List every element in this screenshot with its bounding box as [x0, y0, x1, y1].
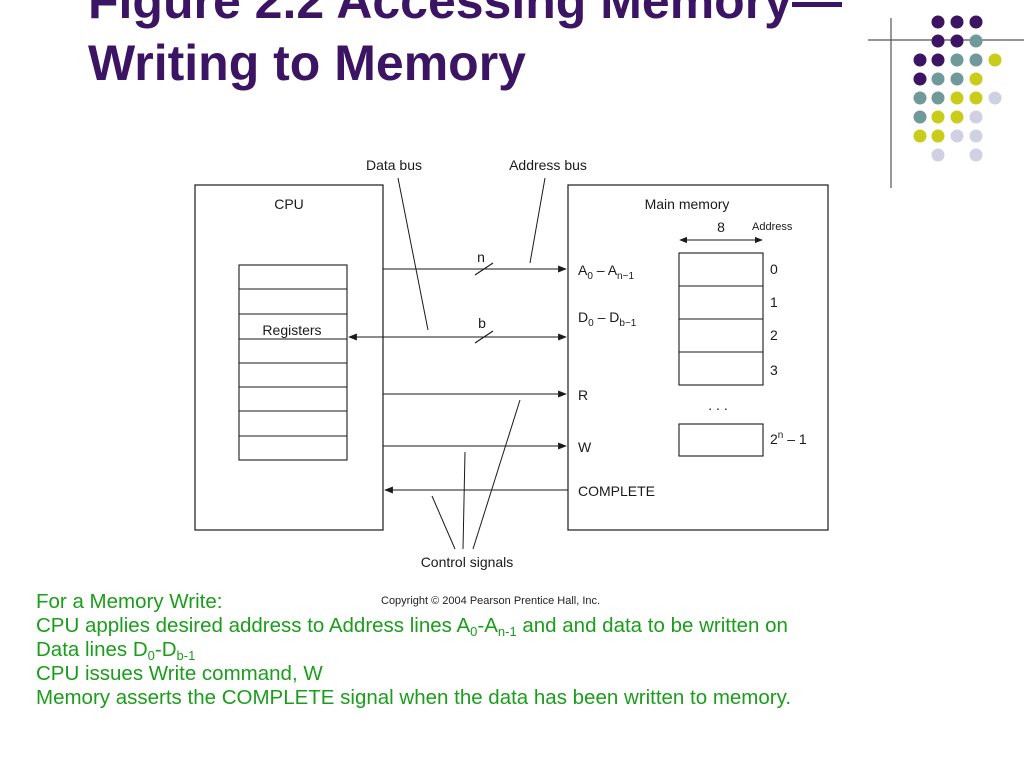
main-memory-box: [567, 184, 829, 531]
memory-ellipsis: . . .: [708, 397, 727, 413]
decorative-dot: [950, 91, 964, 105]
word-width-label: 8: [717, 219, 725, 235]
last-address: 2n – 1: [770, 430, 807, 447]
write-signal-label: W: [578, 439, 592, 455]
decorative-dot: [931, 15, 945, 29]
data-lines-label: D0 – Db−1: [578, 309, 637, 329]
decorative-dot: [988, 91, 1002, 105]
decorative-dot: [950, 110, 964, 124]
last-memory-cell: [678, 423, 764, 457]
decorative-dot: [913, 129, 927, 143]
address-1: 1: [770, 294, 778, 310]
complete-signal-label: COMPLETE: [578, 483, 655, 499]
memory-write-diagram: CPU Registers Main memory 8 Address 0 1 …: [194, 157, 829, 570]
decorative-dot: [931, 129, 945, 143]
decorative-dot: [931, 110, 945, 124]
decorative-dot: [969, 72, 983, 86]
decorative-dot: [950, 15, 964, 29]
slide-title: Figure 2.2 Accessing Memory— Writing to …: [88, 0, 842, 94]
cpu-label: CPU: [274, 196, 304, 212]
slide-title-line-2: Writing to Memory: [88, 35, 526, 91]
decorative-dot: [950, 72, 964, 86]
notes-line-5: Memory asserts the COMPLETE signal when …: [36, 686, 792, 709]
decorative-dot: [913, 91, 927, 105]
address-3: 3: [770, 362, 778, 378]
address-0: 0: [770, 261, 778, 277]
address-bus-slash: [474, 262, 494, 276]
decorative-dot: [950, 53, 964, 67]
decorative-dot: [913, 72, 927, 86]
data-width-label: b: [478, 315, 486, 331]
slide-title-line-1: Figure 2.2 Accessing Memory—: [88, 0, 842, 29]
registers-stack: [238, 264, 348, 461]
address-lines-label: A0 – An−1: [578, 262, 634, 282]
notes-line-2: CPU applies desired address to Address l…: [36, 614, 788, 639]
data-bus-slash: [474, 330, 494, 344]
decorative-dot: [913, 110, 927, 124]
address-bus-leader: [529, 177, 546, 264]
address-column-label: Address: [752, 221, 793, 233]
decorative-dot: [969, 34, 983, 48]
decorative-dot-grid: [868, 15, 1024, 188]
control-signals-callout: Control signals: [421, 554, 514, 570]
address-width-label: n: [477, 249, 485, 265]
notes-line-3: Data lines D0-Db-1: [36, 638, 196, 663]
decorative-dot: [931, 53, 945, 67]
data-bus-callout: Data bus: [366, 157, 422, 173]
notes-line-1: For a Memory Write:: [36, 590, 223, 613]
cpu-box: [194, 184, 384, 531]
decorative-dot: [931, 72, 945, 86]
decorative-dot: [988, 53, 1002, 67]
control-signals-leaders: [431, 399, 521, 550]
decorative-dot: [969, 53, 983, 67]
decorative-dot: [969, 110, 983, 124]
decorative-dot: [913, 53, 927, 67]
decorative-dot: [931, 148, 945, 162]
decorative-dot: [969, 15, 983, 29]
decorative-dot: [969, 148, 983, 162]
notes-text: For a Memory Write: CPU applies desired …: [36, 590, 996, 710]
decorative-dot: [931, 91, 945, 105]
decorative-dot: [950, 34, 964, 48]
notes-line-4: CPU issues Write command, W: [36, 662, 323, 685]
memory-cells: [678, 252, 764, 457]
decorative-dot: [950, 129, 964, 143]
address-bus-callout: Address bus: [509, 157, 587, 173]
copyright-notice: Copyright © 2004 Pearson Prentice Hall, …: [381, 595, 601, 607]
data-bus-leader: [397, 177, 429, 331]
address-2: 2: [770, 327, 778, 343]
main-memory-label: Main memory: [645, 196, 730, 212]
registers-label: Registers: [262, 322, 321, 338]
decorative-dot: [931, 34, 945, 48]
read-signal-label: R: [578, 387, 588, 403]
decorative-dot: [969, 91, 983, 105]
decorative-dot: [969, 129, 983, 143]
